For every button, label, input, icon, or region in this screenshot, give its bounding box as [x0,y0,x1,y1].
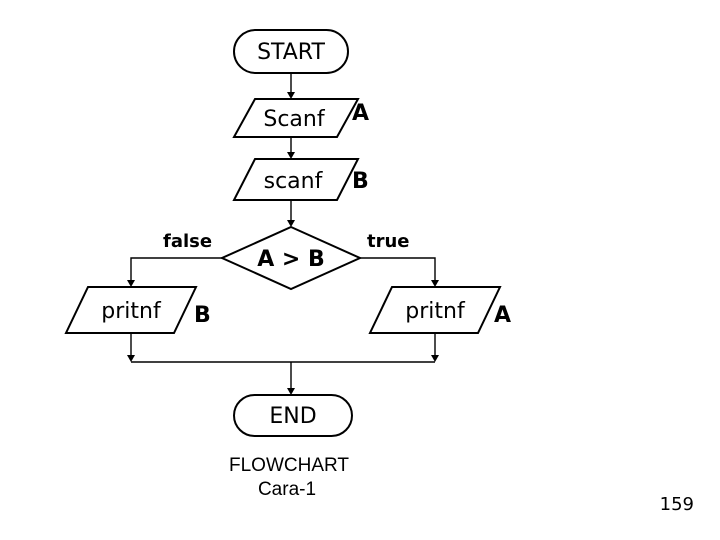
arrowhead [287,92,295,99]
page-number: 159 [660,494,694,515]
output-false-var: B [194,303,211,328]
edge-decision-false-branch [130,257,222,280]
arrowhead [287,388,295,395]
caption-line-1: FLOWCHART [229,455,349,476]
arrowhead [127,280,135,287]
arrowhead [127,355,135,362]
arrowhead [287,220,295,227]
end-label: END [269,404,316,429]
decision-label: A > B [257,247,325,272]
input-a-node: Scanf A [232,98,369,138]
input-a-var: A [352,101,369,126]
false-branch-label: false [163,231,212,252]
output-false-node: pritnf B [64,286,211,334]
true-branch-label: true [367,231,410,252]
input-a-label: Scanf [263,107,325,132]
start-node: START [233,29,349,74]
output-false-label: pritnf [101,299,162,324]
arrowhead [431,280,439,287]
caption-line-2: Cara-1 [258,479,316,500]
output-true-label: pritnf [405,299,466,324]
input-b-label: scanf [264,169,324,194]
end-node: END [233,394,353,437]
arrowhead [431,355,439,362]
arrowhead [287,152,295,159]
output-true-var: A [494,303,511,328]
output-true-node: pritnf A [368,286,511,334]
edge-decision-true-branch [360,257,436,280]
connectors [127,73,439,395]
input-b-node: scanf B [232,158,369,201]
decision-node: A > B [219,225,363,291]
start-label: START [257,40,325,65]
input-b-var: B [352,169,369,194]
